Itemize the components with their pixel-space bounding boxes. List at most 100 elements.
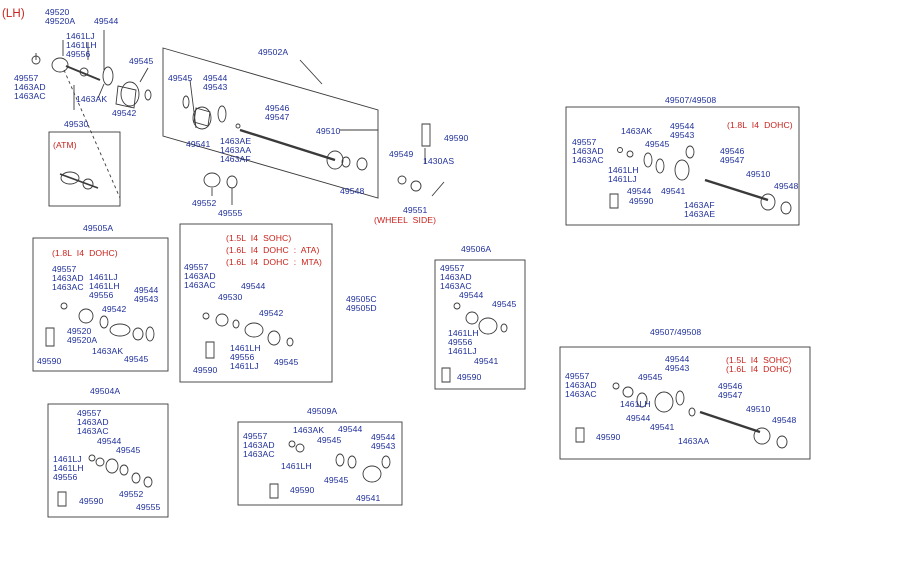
label-49557-506a: 49557 1463AD 1463AC xyxy=(440,263,472,291)
label-49507-bottom: 49507/49508 xyxy=(650,327,702,337)
label-49548: 49548 xyxy=(340,186,365,196)
label-49557-r1: 49557 1463AD 1463AC xyxy=(572,137,604,165)
label-49544-r1b: 49544 xyxy=(627,186,652,196)
label-49502a: 49502A xyxy=(258,47,289,57)
frame-49505a xyxy=(32,237,169,372)
label-1463ak-505a: 1463AK xyxy=(92,346,124,356)
label-49505c: 49505C 49505D xyxy=(346,294,377,313)
label-49505a: 49505A xyxy=(83,223,114,233)
label-49545-r2: 49545 xyxy=(638,372,663,382)
label-49544-r2: 49544 49543 xyxy=(665,354,690,373)
frame-49509a xyxy=(237,421,403,506)
label-49541: 49541 xyxy=(186,139,211,149)
label-1461lj-505a: 1461LJ 1461LH 49556 xyxy=(89,272,120,300)
label-1461lh-505c: 1461LH 49556 1461LJ xyxy=(230,343,261,371)
label-49510: 49510 xyxy=(316,126,341,136)
label-49557: 49557 1463AD 1463AC xyxy=(14,73,46,101)
frame-49504a xyxy=(47,403,169,518)
label-49555: 49555 xyxy=(218,208,243,218)
label-1461lh-509a: 1461LH xyxy=(281,461,312,471)
label-1461lj: 1461LJ 1461LH 49556 xyxy=(66,31,97,59)
frame-49507-bottom xyxy=(559,346,811,460)
label-49557-505a: 49557 1463AD 1463AC xyxy=(52,264,84,292)
label-49590: 49590 xyxy=(444,133,469,143)
atm-note: (ATM) xyxy=(53,140,77,150)
label-49542-505a: 49542 xyxy=(102,304,127,314)
label-49590-505c: 49590 xyxy=(193,365,218,375)
label-49548-r2: 49548 xyxy=(772,415,797,425)
label-49530-505c: 49530 xyxy=(218,292,243,302)
label-49552: 49552 xyxy=(192,198,217,208)
label-49542: 49542 xyxy=(112,108,137,118)
frame-49506a xyxy=(434,259,526,390)
label-49544b-509a: 49544 49543 xyxy=(371,432,396,451)
label-49557-r2: 49557 1463AD 1463AC xyxy=(565,371,597,399)
label-49551: 49551 xyxy=(403,205,428,215)
label-49545-504a: 49545 xyxy=(116,445,141,455)
label-49557-505c: 49557 1463AD 1463AC xyxy=(184,262,216,290)
label-49507-top: 49507/49508 xyxy=(665,95,717,105)
wheel-side-note: (WHEEL SIDE) xyxy=(374,215,437,225)
label-49545-506a: 49545 xyxy=(492,299,517,309)
label-49506a: 49506A xyxy=(461,244,492,254)
label-49520-505a: 49520 49520A xyxy=(67,326,98,345)
label-49545-505a: 49545 xyxy=(124,354,149,364)
label-49541-506a: 49541 xyxy=(474,356,499,366)
label-49545-505c: 49545 xyxy=(274,357,299,367)
label-49544-r1: 49544 49543 xyxy=(670,121,695,140)
engine-note-505a: (1.8L I4 DOHC) xyxy=(52,248,118,258)
label-49590-505a: 49590 xyxy=(37,356,62,366)
engine-note-bottom: (1.5L I4 SOHC) (1.6L I4 DOHC) xyxy=(726,355,792,374)
label-49544-505c: 49544 xyxy=(241,281,266,291)
label-1463ak-509a: 1463AK xyxy=(293,425,325,435)
label-49590-r2: 49590 xyxy=(596,432,621,442)
label-49590-506a: 49590 xyxy=(457,372,482,382)
label-49545-b: 49545 xyxy=(168,73,193,83)
lh-note: (LH) xyxy=(2,8,25,20)
label-49504a: 49504A xyxy=(90,386,121,396)
label-49544-509a: 49544 xyxy=(338,424,363,434)
label-49545-r1: 49545 xyxy=(645,139,670,149)
label-49541-509a: 49541 xyxy=(356,493,381,503)
label-1463ak: 1463AK xyxy=(76,94,108,104)
label-49546-r1: 49546 49547 xyxy=(720,146,745,165)
engine-note-505c: (1.5L I4 SOHC) (1.6L I4 DOHC : ATA) (1.6… xyxy=(226,233,322,267)
label-49557-504a: 49557 1463AD 1463AC xyxy=(77,408,109,436)
label-49552-504a: 49552 xyxy=(119,489,144,499)
label-49557-509a: 49557 1463AD 1463AC xyxy=(243,431,275,459)
label-49545-509a: 49545 xyxy=(317,435,342,445)
label-49590-r1: 49590 xyxy=(629,196,654,206)
label-49546-r2: 49546 49547 xyxy=(718,381,743,400)
label-1463af-r1: 1463AF 1463AE xyxy=(684,200,716,219)
label-1463ak-r1: 1463AK xyxy=(621,126,653,136)
label-1463ae: 1463AE 1463AA 1463AF xyxy=(220,136,252,164)
frame-49507-top xyxy=(565,106,800,226)
label-49541-r1: 49541 xyxy=(661,186,686,196)
label-49510-r1: 49510 xyxy=(746,169,771,179)
label-49544-505a: 49544 49543 xyxy=(134,285,159,304)
engine-note-top: (1.8L I4 DOHC) xyxy=(727,120,793,130)
label-49545: 49545 xyxy=(129,56,154,66)
label-49544-b: 49544 49543 xyxy=(203,73,228,92)
label-1461lj-504a: 1461LJ 1461LH 49556 xyxy=(53,454,84,482)
label-1461lh-506a: 1461LH 49556 1461LJ xyxy=(448,328,479,356)
label-49520: 49520 49520A xyxy=(45,7,76,26)
label-49545b-509a: 49545 xyxy=(324,475,349,485)
frame-49505c xyxy=(179,223,333,383)
label-49590-504a: 49590 xyxy=(79,496,104,506)
label-49546: 49546 49547 xyxy=(265,103,290,122)
frame-atm xyxy=(48,131,121,207)
label-49510-r2: 49510 xyxy=(746,404,771,414)
label-49555-504a: 49555 xyxy=(136,502,161,512)
label-1461lh-r1: 1461LH 1461LJ xyxy=(608,165,639,184)
label-49590-509a: 49590 xyxy=(290,485,315,495)
frame-49502a xyxy=(162,47,379,199)
label-49544: 49544 xyxy=(94,16,119,26)
label-49544-506a: 49544 xyxy=(459,290,484,300)
label-49544-r2b: 49544 xyxy=(626,413,651,423)
label-1463aa-r2: 1463AA xyxy=(678,436,710,446)
label-49542-505c: 49542 xyxy=(259,308,284,318)
label-1461lh-r2: 1461LH xyxy=(620,399,651,409)
